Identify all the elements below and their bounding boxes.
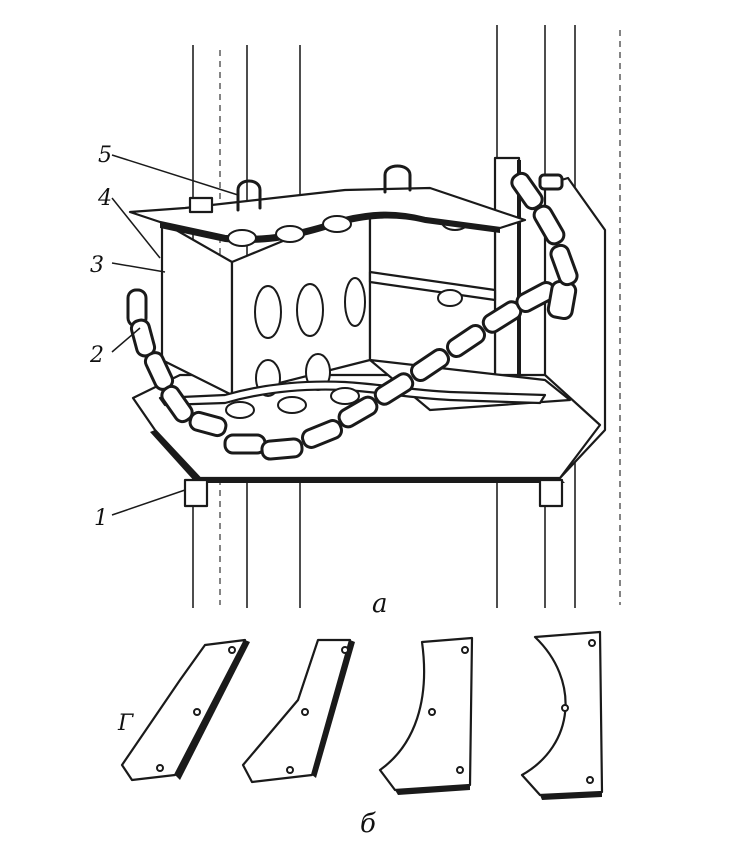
label-4: 4: [97, 186, 112, 211]
top-plate-holes: [227, 215, 352, 247]
label-1: 1: [94, 506, 108, 531]
lower-saddle-plate: [158, 380, 547, 407]
plate-variant-4: [520, 630, 604, 800]
plate-variant-1: [120, 638, 250, 782]
label-5: 5: [98, 143, 112, 168]
lower-plate-holes: [225, 387, 360, 419]
foot-right: [538, 478, 564, 508]
label-3: 3: [90, 253, 104, 278]
foot-left: [183, 478, 209, 508]
label-2: 2: [89, 343, 104, 368]
clamp-assembly: [126, 156, 607, 508]
front-side-plate: [160, 220, 234, 397]
plate-variant-3: [378, 636, 474, 795]
caption-a: а: [372, 589, 388, 619]
lifting-lug-right: [383, 164, 412, 194]
plate-variants: [120, 630, 604, 800]
chain: [126, 171, 579, 461]
plate-variant-2: [241, 638, 355, 784]
caption-b: б: [360, 809, 376, 839]
leader-lines: [111, 154, 239, 516]
lifting-lug-left: [236, 179, 262, 212]
stray-mark: Γ: [117, 711, 134, 736]
